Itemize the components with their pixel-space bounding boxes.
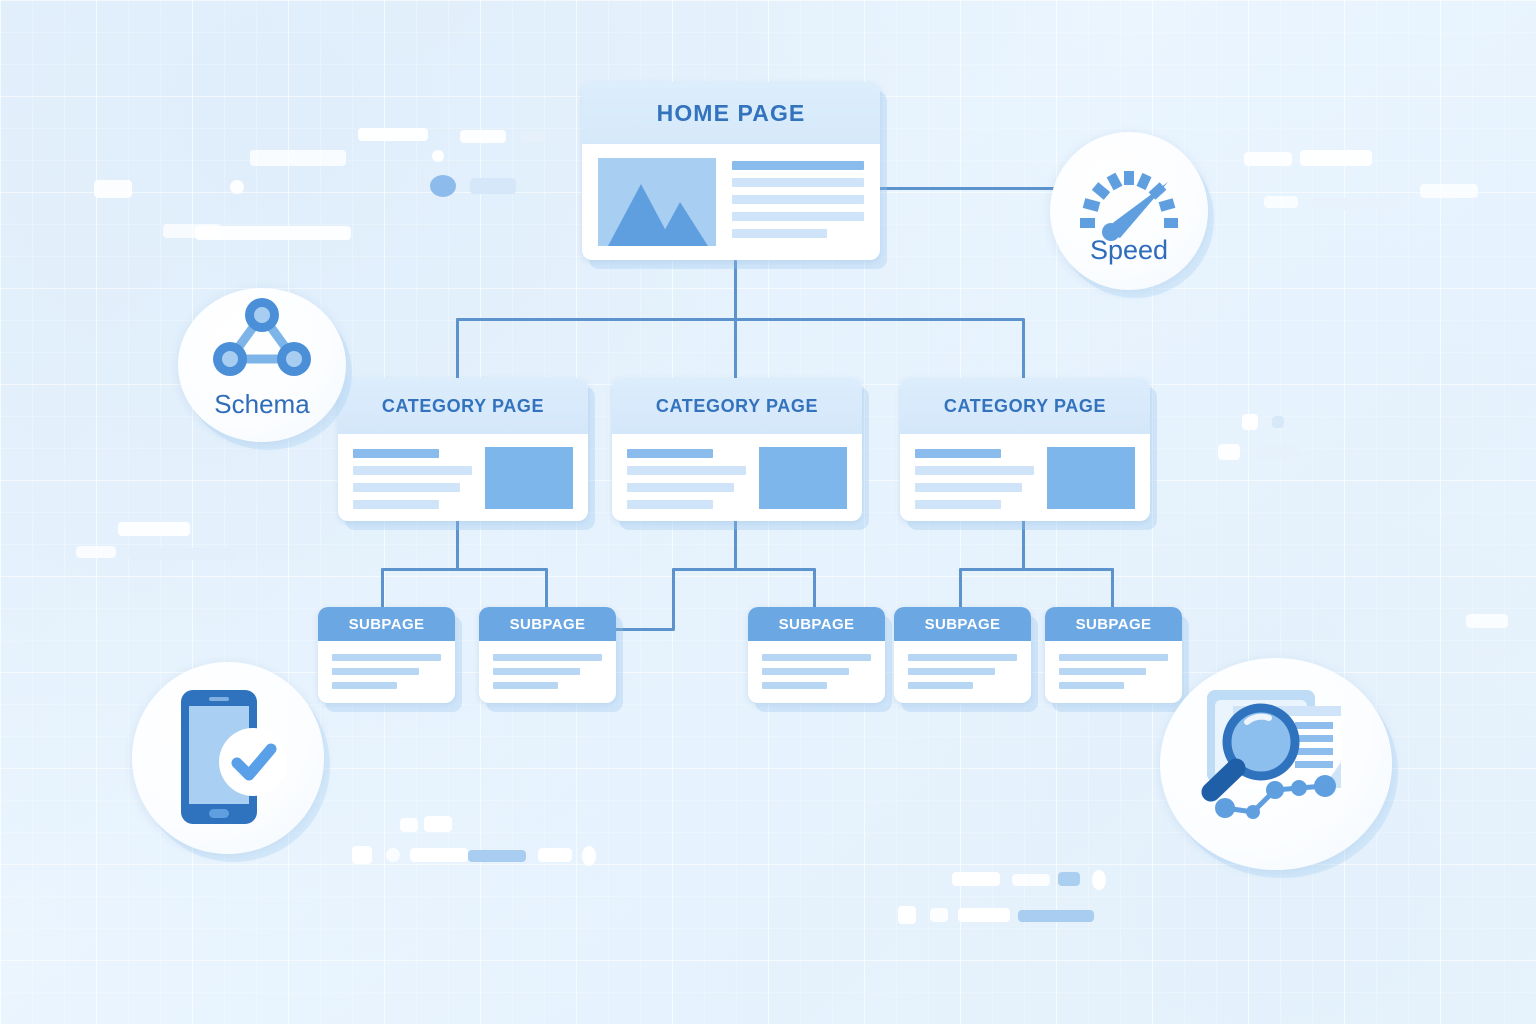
node-subpage-4[interactable]: SUBPAGE [894, 607, 1031, 703]
connector-leg-sub-1 [381, 568, 384, 610]
category-text-lines [627, 447, 746, 509]
text-line [732, 195, 864, 204]
schema-graph-icon [213, 298, 311, 376]
text-line [627, 500, 713, 509]
connector-leg-sub-3 [813, 568, 816, 610]
text-line [732, 178, 864, 187]
text-line [1059, 682, 1125, 689]
subpage-title: SUBPAGE [1045, 607, 1182, 641]
connector-subbus-2 [672, 568, 816, 571]
image-placeholder-icon [485, 447, 573, 509]
text-line [915, 483, 1023, 492]
home-page-title: HOME PAGE [582, 82, 880, 144]
category-page-body [612, 434, 862, 521]
connector-home-to-speed [878, 187, 1056, 190]
connector-home-down [734, 260, 737, 320]
search-analytics-icon [1201, 690, 1341, 819]
connector-drop-category-1 [456, 318, 459, 380]
text-line [732, 229, 828, 238]
connector-drop-category-3 [1022, 318, 1025, 380]
category-page-title: CATEGORY PAGE [338, 378, 588, 434]
subpage-body [894, 641, 1031, 702]
subpage-body [748, 641, 885, 702]
subpage-body [318, 641, 455, 702]
text-line [1059, 654, 1168, 661]
text-line [353, 449, 439, 458]
text-line [493, 654, 602, 661]
category-page-body [900, 434, 1150, 521]
category-page-body [338, 434, 588, 521]
text-line [762, 668, 850, 675]
text-line [908, 668, 996, 675]
connector-subbus-3 [959, 568, 1114, 571]
text-line [627, 466, 746, 475]
text-line [353, 483, 461, 492]
connector-leg-sub-2-left [672, 568, 675, 630]
subpage-body [1045, 641, 1182, 702]
mobile-check-icon [181, 690, 287, 824]
connector-subbus-1 [381, 568, 548, 571]
connector-sub-2-tie [610, 628, 675, 631]
home-text-lines [732, 158, 864, 246]
subpage-title: SUBPAGE [318, 607, 455, 641]
category-page-title: CATEGORY PAGE [900, 378, 1150, 434]
text-line [627, 483, 735, 492]
subpage-title: SUBPAGE [894, 607, 1031, 641]
text-line [915, 466, 1034, 475]
node-subpage-3[interactable]: SUBPAGE [748, 607, 885, 703]
node-category-page-3[interactable]: CATEGORY PAGE [900, 378, 1150, 521]
connector-drop-category-2 [734, 318, 737, 380]
text-line [353, 466, 472, 475]
text-line [493, 668, 581, 675]
text-line [332, 682, 398, 689]
text-line [732, 161, 864, 170]
text-line [627, 449, 713, 458]
node-subpage-5[interactable]: SUBPAGE [1045, 607, 1182, 703]
text-line [732, 212, 864, 221]
badge-search-analytics[interactable] [1160, 658, 1392, 870]
text-line [762, 682, 828, 689]
text-line [915, 500, 1001, 509]
node-home-page[interactable]: HOME PAGE [582, 82, 880, 260]
text-line [1059, 668, 1147, 675]
text-line [915, 449, 1001, 458]
node-subpage-2[interactable]: SUBPAGE [479, 607, 616, 703]
badge-speed[interactable]: Speed [1050, 132, 1208, 290]
image-placeholder-icon [759, 447, 847, 509]
subpage-title: SUBPAGE [748, 607, 885, 641]
speedometer-icon [1080, 171, 1178, 241]
node-category-page-1[interactable]: CATEGORY PAGE [338, 378, 588, 521]
text-line [908, 682, 974, 689]
text-line [353, 500, 439, 509]
category-text-lines [915, 447, 1034, 509]
subpage-body [479, 641, 616, 702]
node-category-page-2[interactable]: CATEGORY PAGE [612, 378, 862, 521]
connector-category-1-down [456, 520, 459, 570]
text-line [332, 668, 420, 675]
text-line [762, 654, 871, 661]
connector-category-3-down [1022, 520, 1025, 570]
connector-leg-sub-5 [1111, 568, 1114, 610]
image-placeholder-icon [1047, 447, 1135, 509]
badge-schema[interactable]: Schema [178, 288, 346, 442]
text-line [908, 654, 1017, 661]
node-subpage-1[interactable]: SUBPAGE [318, 607, 455, 703]
image-placeholder-icon [598, 158, 716, 246]
home-page-body [582, 144, 880, 260]
subpage-title: SUBPAGE [479, 607, 616, 641]
connector-leg-sub-4 [959, 568, 962, 610]
badge-mobile-friendly[interactable] [132, 662, 324, 854]
text-line [332, 654, 441, 661]
connector-category-bus [456, 318, 1024, 321]
category-page-title: CATEGORY PAGE [612, 378, 862, 434]
connector-leg-sub-2 [545, 568, 548, 610]
category-text-lines [353, 447, 472, 509]
text-line [493, 682, 559, 689]
connector-category-2-down [734, 520, 737, 570]
